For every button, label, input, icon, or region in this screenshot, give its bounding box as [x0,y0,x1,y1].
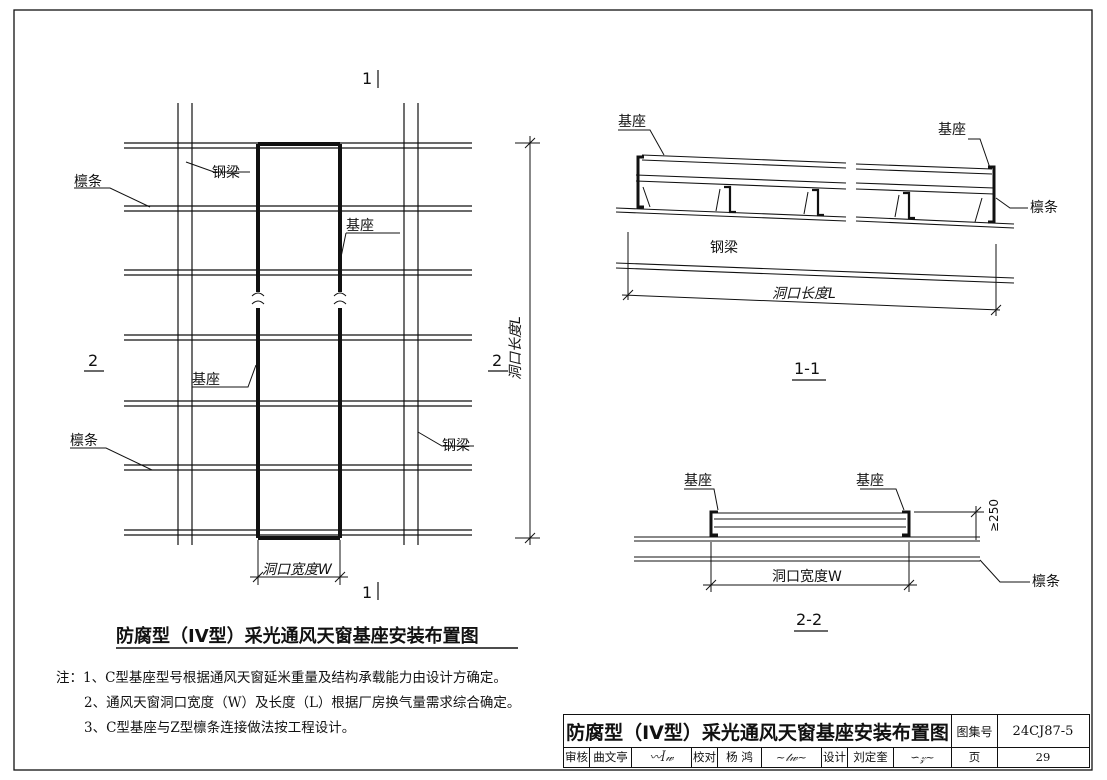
design-label: 设计 [822,747,848,767]
atlas-number: 24CJ87-5 [1012,723,1074,739]
note-2: 2、通风天窗洞口宽度（W）及长度（L）根据厂房换气量需求综合确定。 [84,695,521,711]
title-block: 防腐型（IV型）采光通风天窗基座安装布置图 图集号 24CJ87-5 审核 曲文… [563,714,1090,768]
dim-length-plan [515,136,540,545]
label-purlin-top: 檩条 [74,173,102,190]
label-base-mid: 基座 [192,371,220,388]
title-block-title: 防腐型（IV型）采光通风天窗基座安装布置图 [564,715,952,747]
dim-width-plan [250,540,348,585]
label-beam-top: 钢梁 [212,165,240,181]
s11-dim-length-label: 洞口长度L [772,286,836,302]
s11-label-purlin: 檩条 [1030,199,1058,216]
section-1-1 [615,129,1028,316]
beam-line [615,262,1015,284]
s22-dim-height [914,506,984,540]
proof-signature: ~𝓉𝓌~ [762,747,822,767]
atlas-label: 图集号 [952,715,998,747]
label-beam-bottom: 钢梁 [442,438,470,454]
base-frame [256,142,342,540]
s22-dim-height-label: ≥250 [987,499,1001,532]
s11-label-beam: 钢梁 [710,240,738,256]
plan-view [70,70,540,600]
leaders-2-2 [684,488,1030,583]
section-2-right-label: 2 [492,351,502,370]
purlins [124,142,472,536]
review-name: 曲文亭 [590,747,632,767]
s22-c-posts [709,510,911,537]
note-3: 3、C型基座与Z型檩条连接做法按工程设计。 [84,720,356,736]
dim-width-plan-label: 洞口宽度W [262,562,333,578]
s22-label-base-left: 基座 [684,472,712,489]
braces [642,186,983,223]
s11-label-base-right: 基座 [938,121,966,138]
dim-length-1-1 [621,232,1002,316]
steel-beam-left [177,103,193,545]
label-base-top: 基座 [346,217,374,234]
review-signature: 〰ꟾ𝓌 [632,747,692,767]
design-signature: ∽𝓏~ [894,747,952,767]
leaders-plan [70,161,474,471]
section-2-left-label: 2 [88,351,98,370]
page-label: 页 [952,747,998,767]
drawing-frame [13,9,1093,771]
s22-dim-width-label: 洞口宽度W [772,568,842,585]
review-label: 审核 [564,747,590,767]
title-block-row2: 审核 曲文亭 〰ꟾ𝓌 校对 杨 鸿 ~𝓉𝓌~ 设计 刘定奎 ∽𝓏~ 页 29 [564,747,1089,767]
break-marks [251,292,347,305]
steel-beam-right [403,103,419,545]
proof-label: 校对 [692,747,718,767]
title-block-row1: 防腐型（IV型）采光通风天窗基座安装布置图 图集号 24CJ87-5 [564,715,1089,748]
section-2-2 [634,488,1030,592]
design-name: 刘定奎 [848,747,894,767]
z-purlins [724,185,915,220]
upper-cap [641,154,993,175]
plan-title: 防腐型（IV型）采光通风天窗基座安装布置图 [116,625,479,647]
s22-label-purlin: 檩条 [1032,573,1060,590]
section-1-bottom-label: 1 [362,583,372,602]
dim-length-plan-label: 洞口长度L [508,316,524,380]
s22-dim-width [703,542,917,592]
note-1: 注：1、C型基座型号根据通风天窗延米重量及结构承载能力由设计方确定。 [56,670,507,686]
roof-line [615,207,1015,229]
proof-name: 杨 鸿 [718,747,762,767]
notes: 注：1、C型基座型号根据通风天窗延米重量及结构承载能力由设计方确定。 2、通风天… [56,666,520,741]
s22-roof-lines [634,536,980,562]
label-purlin-bottom: 檩条 [70,432,98,449]
section-1-top-label: 1 [362,69,372,88]
s22-caption: 2-2 [796,610,822,629]
leaders-1-1 [618,129,1028,209]
c-posts [636,155,996,224]
s22-label-base-right: 基座 [856,472,884,489]
base-rail [635,174,995,195]
s22-base-cap [714,512,906,528]
page-number: 29 [1035,750,1051,764]
s11-label-base-left: 基座 [618,113,646,130]
s11-caption: 1-1 [794,359,820,378]
